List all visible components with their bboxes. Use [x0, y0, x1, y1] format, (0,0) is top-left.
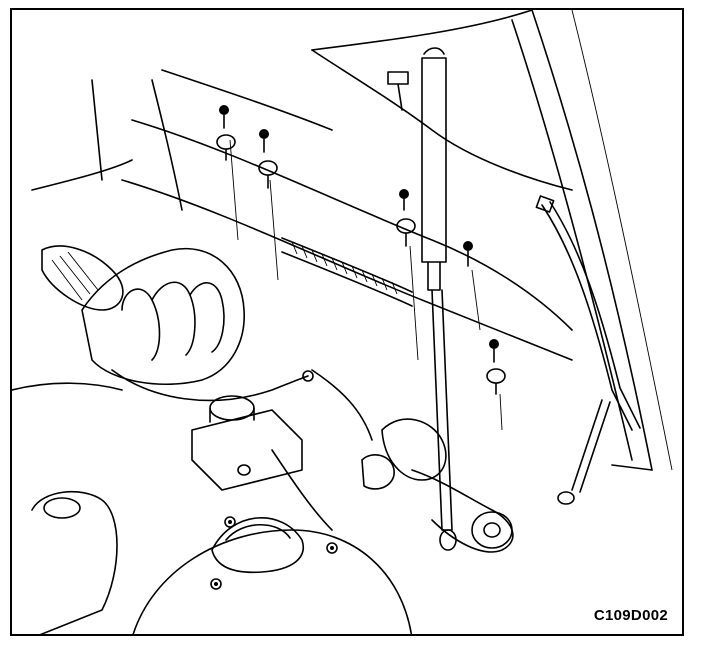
brake-fluid-reservoir	[191, 395, 303, 491]
strut-tower	[132, 516, 413, 634]
wiper-motor	[361, 418, 514, 553]
clip	[258, 160, 278, 189]
diagram-frame: C109D002	[10, 8, 684, 636]
screws-and-clips	[216, 71, 506, 431]
screw	[463, 241, 481, 331]
fender-lines	[12, 79, 373, 531]
cowl-vent-panel	[121, 69, 573, 361]
screw	[399, 189, 409, 211]
hood	[311, 10, 673, 471]
air-cleaner-housing	[41, 245, 245, 385]
clip	[216, 134, 236, 161]
wiper-cowl-illustration	[12, 10, 673, 634]
screw	[489, 339, 499, 363]
coolant-reservoir	[31, 490, 118, 634]
hood-gas-strut	[421, 47, 457, 551]
nut	[224, 516, 236, 528]
clip	[486, 368, 506, 431]
washer-nozzle	[387, 71, 409, 111]
screw	[219, 105, 239, 241]
screw	[259, 129, 279, 281]
nut	[210, 578, 222, 590]
figure-code: C109D002	[593, 607, 668, 624]
clip	[396, 218, 419, 361]
hood-support-rod	[535, 195, 641, 505]
nut	[326, 542, 338, 554]
